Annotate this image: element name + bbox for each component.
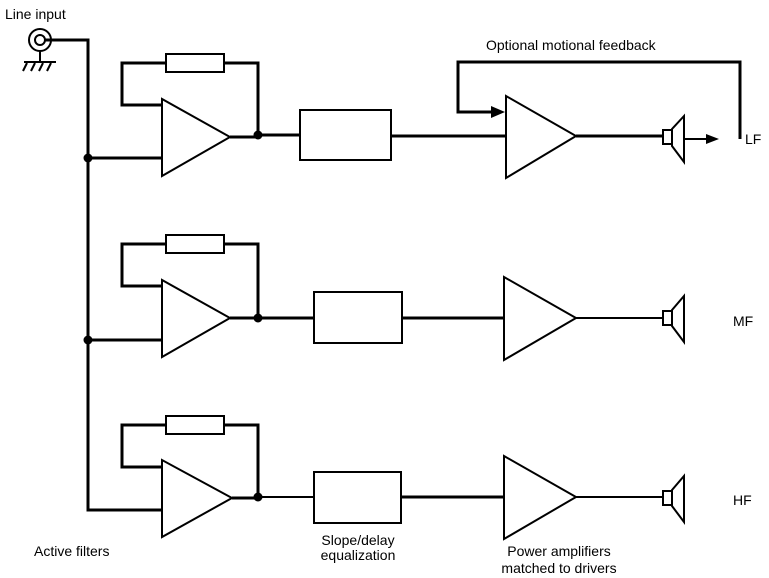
lf-active-filter	[120, 53, 300, 178]
mf-speaker-icon	[662, 293, 685, 345]
ground-symbol-icon	[22, 61, 56, 72]
lf-label: LF	[745, 131, 761, 147]
hf-label: HF	[733, 492, 752, 508]
input-bus-wire	[45, 38, 162, 512]
junction-dot-lf	[83, 153, 93, 163]
active-filters-label: Active filters	[34, 543, 109, 559]
lf-power-amplifier	[505, 94, 663, 180]
motional-feedback-loop	[456, 60, 742, 144]
line-input-jack-icon	[28, 28, 52, 62]
optional-feedback-label: Optional motional feedback	[486, 37, 657, 53]
slope-delay-label-line1: Slope/delay	[321, 532, 394, 548]
junction-dot-mf	[83, 335, 93, 345]
lf-speaker-icon	[662, 113, 685, 165]
hf-speaker-icon	[662, 473, 685, 525]
mf-active-filter	[120, 234, 314, 359]
power-amps-label-line1: Power amplifiers	[507, 543, 610, 559]
mf-label: MF	[733, 313, 753, 329]
mf-slope-delay-block	[313, 291, 504, 344]
hf-power-amplifier	[503, 454, 663, 541]
power-amps-label-line2: matched to drivers	[501, 560, 616, 576]
slope-delay-label-line2: equalization	[321, 547, 396, 563]
lf-slope-delay-block	[299, 109, 506, 161]
line-input-label: Line input	[5, 6, 66, 22]
hf-active-filter	[120, 415, 314, 539]
mf-power-amplifier	[503, 275, 663, 362]
hf-slope-delay-block	[313, 471, 504, 524]
